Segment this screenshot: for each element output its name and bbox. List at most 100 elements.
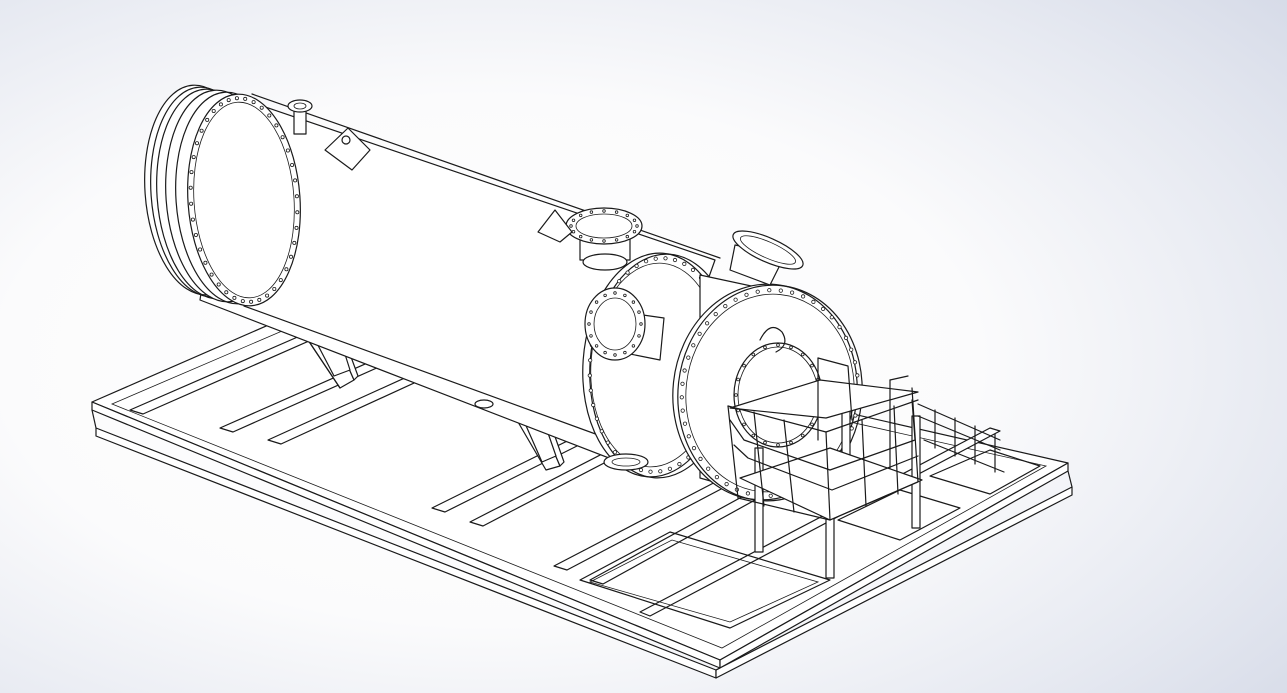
bolt — [603, 350, 607, 355]
bolt — [278, 278, 283, 283]
bolt — [594, 344, 599, 348]
bolt — [251, 100, 256, 105]
bolt — [259, 105, 264, 110]
side-nozzle[interactable] — [584, 287, 665, 361]
bolt — [631, 300, 636, 304]
bolt — [679, 395, 684, 400]
bolt — [589, 310, 593, 314]
bolt — [691, 343, 696, 348]
bolt — [800, 294, 806, 299]
bolt — [614, 210, 619, 214]
bolt — [602, 209, 606, 213]
bolt — [658, 469, 663, 474]
bolt — [232, 295, 237, 300]
bolt — [843, 335, 849, 340]
lifting-lug-left[interactable] — [324, 127, 371, 171]
bolt — [680, 408, 685, 413]
bolt — [800, 352, 805, 357]
bolt — [190, 217, 195, 222]
bolt — [617, 279, 622, 284]
bolt — [632, 218, 637, 222]
bolt — [852, 360, 858, 365]
bolt — [205, 117, 210, 122]
bolt — [257, 297, 262, 302]
bolt — [188, 185, 193, 190]
bolt — [613, 353, 617, 357]
bolt — [768, 493, 773, 498]
bolt — [603, 293, 607, 298]
bolt — [211, 109, 216, 114]
bolt — [280, 135, 285, 140]
bolt — [594, 416, 600, 421]
shell-nozzle-top[interactable] — [537, 207, 643, 271]
top-nozzle-small[interactable] — [287, 99, 313, 135]
rear-channel-head[interactable] — [138, 81, 307, 309]
bolt — [226, 98, 231, 103]
bolt — [623, 293, 627, 298]
bolt — [199, 128, 204, 133]
bolt — [613, 291, 617, 295]
bolt — [193, 232, 198, 237]
bolt — [733, 297, 738, 302]
bolt — [789, 290, 795, 295]
bolt — [776, 343, 780, 347]
bolt — [623, 350, 627, 355]
access-platform[interactable] — [727, 357, 1005, 579]
bolt — [776, 443, 780, 447]
bolt — [632, 229, 637, 234]
bolt — [284, 267, 289, 272]
bolt — [682, 421, 688, 426]
platform-stairs[interactable] — [917, 403, 1005, 473]
exchanger-shell[interactable] — [138, 81, 873, 510]
bolt — [706, 466, 711, 471]
bottom-nozzle[interactable] — [474, 399, 649, 471]
bolt — [589, 238, 594, 242]
bolt — [672, 257, 678, 263]
bolt — [682, 368, 687, 373]
bolt — [605, 440, 611, 445]
bolt — [294, 194, 299, 199]
bolt — [829, 315, 834, 320]
bolt — [763, 440, 767, 445]
bolt — [686, 434, 691, 439]
bolt — [209, 272, 214, 277]
bolt — [249, 299, 254, 304]
bolt — [293, 178, 298, 183]
bolt — [243, 96, 248, 101]
bolt — [579, 234, 583, 239]
bolt — [714, 474, 720, 480]
bolt — [653, 256, 658, 261]
bolt — [625, 213, 629, 218]
bolt — [811, 299, 816, 304]
bolt — [742, 422, 746, 427]
bolt — [612, 450, 618, 455]
bolt — [589, 334, 593, 338]
bolt — [713, 311, 718, 317]
bolt — [594, 300, 599, 304]
bolt — [810, 422, 814, 427]
bolt — [820, 306, 826, 311]
bolt — [837, 324, 842, 330]
bolt — [631, 344, 636, 348]
bolt — [751, 352, 756, 357]
bolt — [265, 293, 270, 298]
bolt — [763, 345, 767, 350]
bolt — [767, 288, 772, 293]
bolt — [855, 373, 860, 378]
bolt — [587, 373, 592, 378]
bolt — [579, 213, 583, 218]
platform-railing — [727, 357, 919, 521]
channel-nozzle-top[interactable] — [728, 224, 807, 286]
bolt — [625, 234, 629, 239]
bolt — [663, 256, 668, 261]
bolt — [634, 263, 639, 268]
bolt — [667, 466, 673, 471]
bolt — [625, 270, 630, 275]
bolt — [742, 363, 746, 368]
bolt — [698, 456, 703, 461]
bolt — [198, 247, 203, 252]
bolt — [643, 259, 649, 264]
bolt — [189, 170, 194, 175]
